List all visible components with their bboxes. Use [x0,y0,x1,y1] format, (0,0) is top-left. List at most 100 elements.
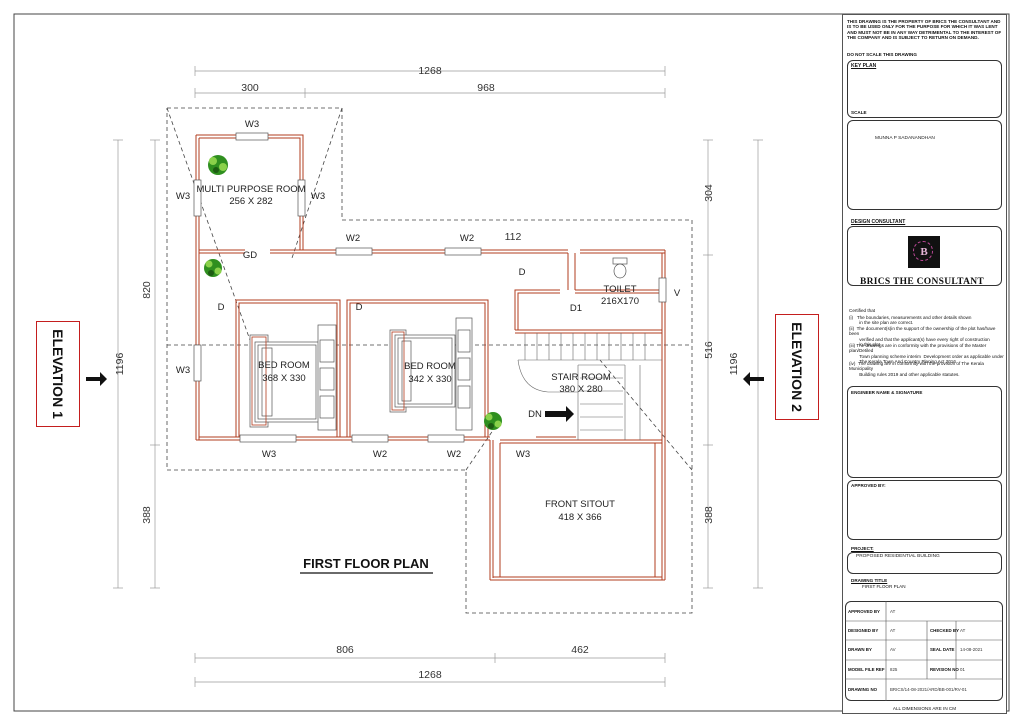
elevation-2-arrow-icon [743,372,764,386]
room-stair-name: STAIR ROOM [551,372,611,383]
tag-w3-mp-left: W3 [176,191,190,202]
room-sitout-name: FRONT SITOUT [545,499,615,510]
tag-d1: D1 [570,303,582,314]
tag-dn: DN [528,409,542,420]
cell-drawing-no: DRAWING NO [848,687,878,692]
cell-approved-by-val: AT [890,609,896,614]
dim-bottom-left: 806 [336,644,354,656]
tag-w3-sitout: W3 [516,449,530,460]
cell-model-file-ref-val: 825 [890,667,898,672]
plant-symbol-2 [204,259,222,277]
tag-w2-top2: W2 [460,233,474,244]
drawing-title-label: DRAWING TITLE [851,578,888,583]
direction-arrows [86,372,764,422]
tag-d-toilet: D [519,267,526,278]
cell-drawing-no-val: BRICS/14-08-2021/ARD/BB-001/RV-01 [890,687,967,692]
dim-right-overall: 1196 [728,353,740,376]
certified-title: Certified that [849,308,876,313]
tag-w3-mp-right: W3 [311,191,325,202]
elevation-1-label: ELEVATION 1 [50,329,66,419]
tag-w2-bottom2: W2 [447,449,461,460]
dim-left-overall: 1196 [114,353,126,376]
dimensions-footer: ALL DIMENSIONS ARE IN CM [892,706,957,711]
design-consultant-label: DESIGN CONSULTANT [851,219,906,225]
approved-by-label: APPROVED BY: [851,483,886,488]
dim-right-mid: 516 [703,341,715,359]
room-bed1-name: BED ROOM [258,360,310,371]
dimension-labels: 1268 300 968 806 462 1268 112 820 1196 3… [114,65,740,681]
room-multipurpose-size: 256 X 282 [229,196,272,207]
logo-ring [913,241,933,261]
cell-revision-no: REVISION NO [930,667,959,672]
title-block: THIS DRAWING IS THE PROPERTY OF BRICS TH… [842,14,1007,714]
dim-left-upper: 820 [141,281,153,299]
dim-bottom-total: 1268 [418,669,442,681]
key-plan-label: KEY PLAN [851,63,877,69]
tag-d-bed2: D [356,302,363,313]
dim-bottom-right: 462 [571,644,589,656]
cell-model-file-ref: MODEL FILE REF [848,667,885,672]
plant-symbol-3 [484,412,502,430]
elevation-1-marker: ELEVATION 1 [36,321,80,427]
approved-by-box [847,480,1002,540]
room-labels: MULTI PURPOSE ROOM 256 X 282 BED ROOM 36… [196,184,639,523]
cell-approved-by: APPROVED BY [848,609,880,614]
opening-tags: W3 W3 W3 GD W2 W2 D D1 V D D W3 W3 W2 W2… [176,119,681,460]
elevation-1-arrow-icon [86,372,107,386]
ownership-notice: THIS DRAWING IS THE PROPERTY OF BRICS TH… [847,19,1003,41]
cell-revision-no-val: 01 [960,667,965,672]
drawing-title-value: FIRST FLOOR PLAN [862,584,906,589]
project-label: PROJECT: [851,546,874,551]
cell-drawn-by-val: AV [890,647,896,652]
windows [193,132,667,443]
plant-symbol-1 [208,155,228,175]
room-sitout-size: 418 X 366 [558,512,601,523]
dn-arrow-icon [545,406,574,422]
tag-v: V [674,288,681,299]
toilet-fixture [612,257,628,279]
dim-top-right: 968 [477,82,495,94]
engineer-label: ENGINEER NAME & SIGNATURE [851,390,923,395]
logo-letter: B [920,246,928,258]
cell-seal-date: SEAL DATE [930,647,955,652]
info-table-grid [845,601,1003,701]
bed-room-2-headboard [391,331,405,411]
room-bed2-size: 342 X 330 [408,374,451,385]
bed-room-2-furniture [389,317,473,431]
cert-item-3: (iii) The drawings are in conformity wit… [849,343,1004,365]
room-bed1-size: 368 X 330 [262,373,305,384]
info-table [845,601,1003,701]
bed-room-1-headboard [251,336,267,426]
dim-right-lower: 388 [703,506,715,524]
tag-d-bed1: D [218,302,225,313]
room-stair-size: 380 X 280 [559,384,602,395]
dimension-lines [113,66,763,687]
engineer-box [847,386,1002,478]
tag-gd: GD [243,250,257,261]
tag-w3-left: W3 [176,365,190,376]
dim-top-left: 300 [241,82,259,94]
tag-w2-bottom1: W2 [373,449,387,460]
cell-designed-by: DESIGNED BY [848,628,879,633]
cell-checked-by: CHECKED BY [930,628,960,633]
bed-room-1-furniture [249,324,337,431]
cell-designed-by-val: AT [890,628,896,633]
dim-right-top: 304 [703,184,715,202]
cell-seal-date-val: 14-08-2021 [960,647,983,652]
staircase [517,333,662,440]
tag-w3-bottom: W3 [262,449,276,460]
cell-checked-by-val: AT [960,628,966,633]
room-bed2-name: BED ROOM [404,361,456,372]
elevation-2-marker: ELEVATION 2 [775,314,819,420]
room-toilet-name: TOILET [603,284,636,295]
room-multipurpose-name: MULTI PURPOSE ROOM [196,184,305,195]
brand-name: BRICS THE CONSULTANT [859,277,985,287]
no-scale-note: DO NOT SCALE THIS DRAWING [847,52,917,57]
key-plan-box [847,60,1002,118]
dim-left-lower: 388 [141,506,153,524]
cert-item-4: (iv) The drawing are in conformity with … [849,361,984,377]
dim-top-total: 1268 [418,65,442,77]
elevation-2-label: ELEVATION 2 [789,322,805,412]
